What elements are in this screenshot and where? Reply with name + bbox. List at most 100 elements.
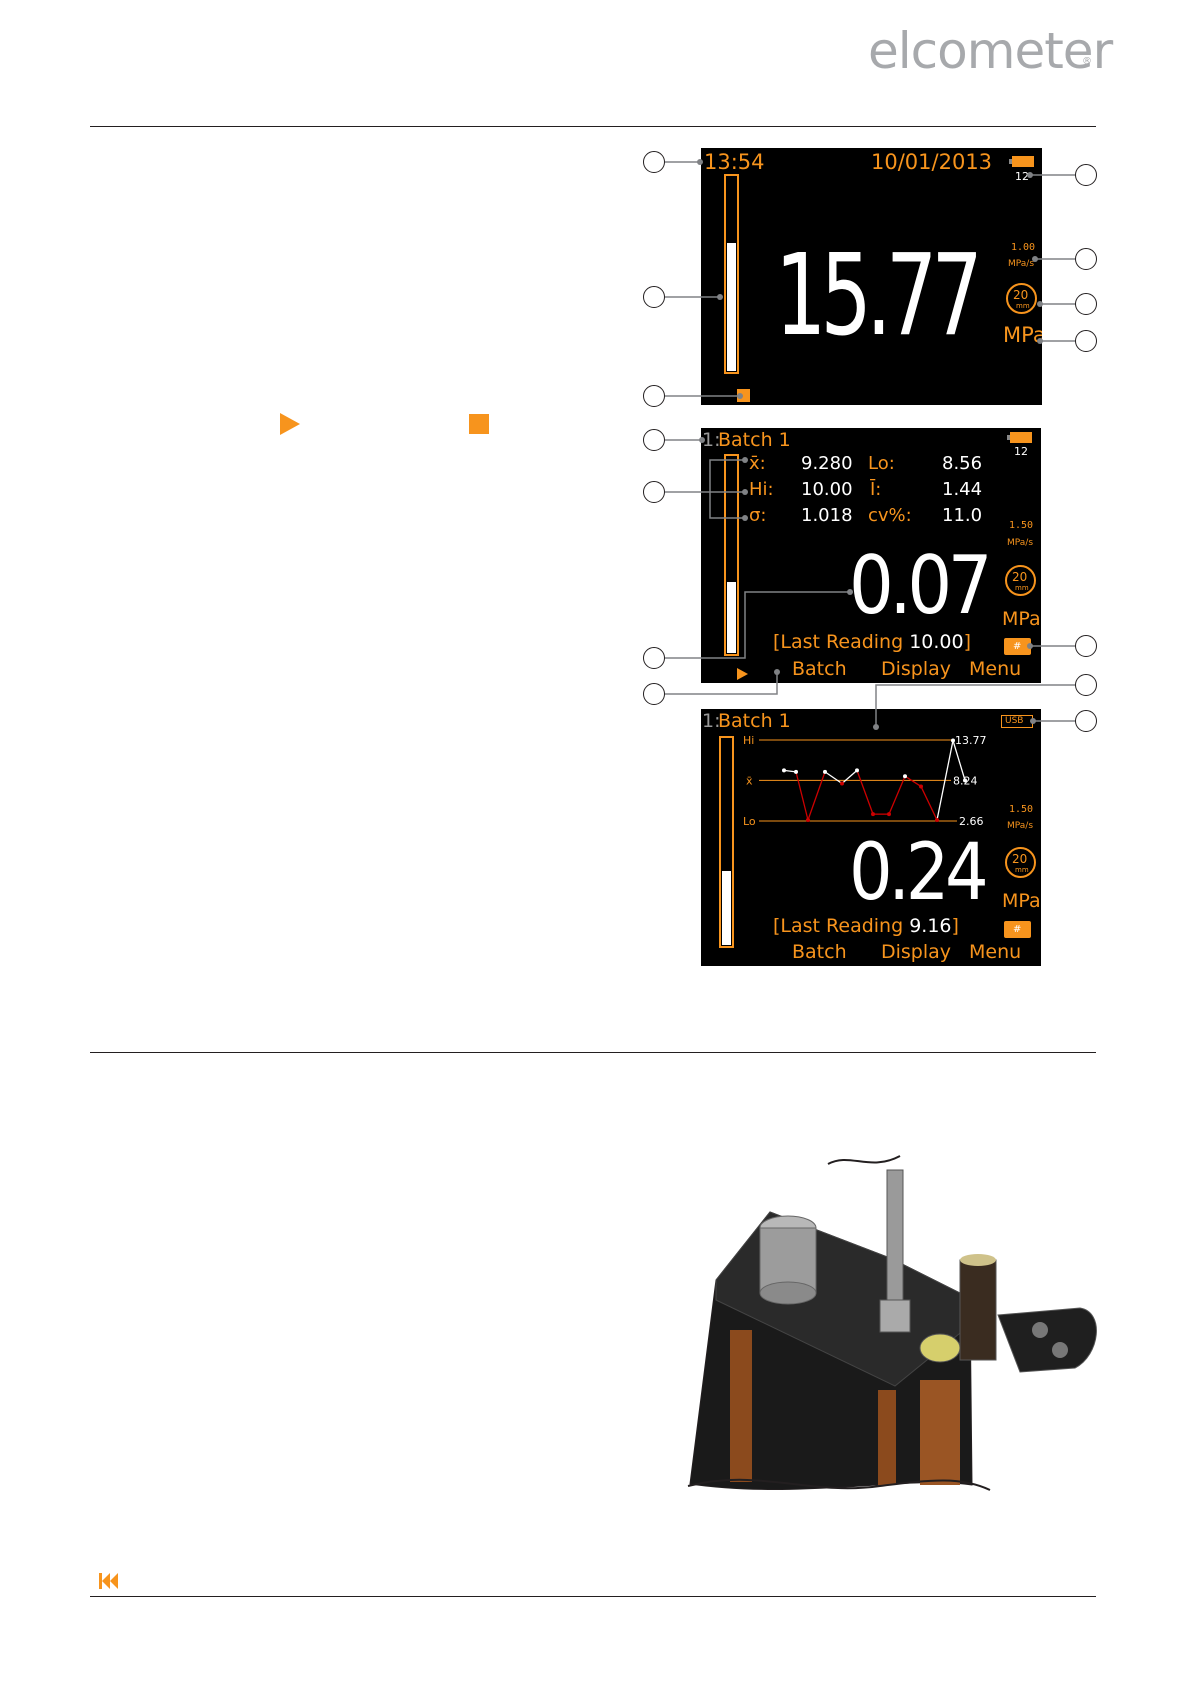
main-reading: 0.07 [849,539,993,632]
dolly-unit: mm [1016,302,1030,310]
callout-circle [643,481,665,503]
dolly-size-icon: 20 mm [1005,565,1036,596]
battery-top [960,1254,996,1266]
softkey-batch[interactable]: Batch [792,658,847,680]
dolly-size-icon: 20 mm [1006,283,1037,314]
dolly-unit: mm [1015,584,1029,592]
copper-panel [730,1330,752,1482]
callout-circle [643,151,665,173]
callout-leaders [665,159,1085,730]
clock-time: 13:54 [704,150,765,174]
dolly-size: 20 [1012,570,1028,584]
actuator-bottom [759,1281,817,1305]
cable-cut-line [827,1155,901,1165]
softkey-display[interactable]: Display [881,941,952,963]
unit-label: MPa [1003,323,1042,347]
series-segment [841,769,858,785]
stat-sd-label: σ: [749,505,767,526]
load-bar [724,454,739,656]
series-segment [888,775,906,815]
dolly-size: 20 [1012,852,1028,866]
series-segment [952,740,966,781]
hi-label: Hi [743,734,754,747]
section-rule [90,1052,1096,1053]
battery-count: 12 [1015,170,1029,183]
load-bar-fill [727,243,736,371]
leader-dot [774,669,780,675]
softkey-batch[interactable]: Batch [792,941,847,963]
callout-circle [643,429,665,451]
softkey-menu[interactable]: Menu [969,941,1022,963]
last-reading-bracket: ] [963,631,972,653]
series-segment [856,770,874,815]
gauge-screen-reading: 13:54 10/01/2013 12 1.00 MPa/s 20 mm MPa… [701,148,1042,405]
bracket-screw [1052,1342,1068,1358]
gauge-screen-stats: 1: Batch 1 12 x̄: 9.280 Lo: 8.56 Hi: 10.… [701,428,1041,683]
leader-dot [737,393,743,399]
lo-label: Lo [743,815,756,828]
copper-panel [878,1390,896,1485]
dolly-size-icon: 20 mm [1005,847,1036,878]
series-segment [904,775,922,787]
series-segment [795,771,809,821]
stat-sd-value: 1.018 [801,505,853,526]
stat-hi-value: 10.00 [801,479,853,500]
data-point [903,774,907,779]
date: 10/01/2013 [871,150,993,174]
mean-label: x̄ [746,774,753,787]
data-point [887,812,891,817]
rate-unit: MPa/s [1008,259,1035,269]
unit-label: MPa [1002,890,1041,912]
softkey-menu[interactable]: Menu [969,658,1022,680]
batch-name: Batch 1 [718,429,791,451]
registered-mark: ® [1082,56,1092,67]
leader-stats [665,459,745,519]
side-bracket [997,1307,1097,1373]
callout-circle [643,647,665,669]
leader-dot [1032,256,1038,262]
stat-hi-label: Hi: [749,479,774,500]
hose-nut [879,1299,911,1333]
grid-hash-icon: # [1004,638,1031,655]
rate-unit: MPa/s [1007,538,1034,548]
softkey-display[interactable]: Display [881,658,952,680]
callout-circle [1075,674,1097,696]
yellow-button [919,1333,961,1363]
bracket-screw [1032,1322,1048,1338]
stop-icon [469,414,489,434]
last-reading-label: [Last Reading 10.00] [773,631,971,653]
series-segment [936,740,954,821]
data-point [963,778,967,783]
last-reading-text: [Last Reading [773,631,904,653]
load-bar-fill [727,582,736,653]
load-bar-fill [722,871,731,945]
lo-value-label: 2.66 [959,815,984,828]
callout-circle [1075,635,1097,657]
unit-label: MPa [1002,608,1041,630]
callout-circle [1075,164,1097,186]
data-point [919,784,923,789]
battery-icon [1009,156,1035,167]
series-segment [824,771,843,785]
last-reading-label: [Last Reading 9.16] [773,915,959,937]
leader-last [665,672,778,695]
leader-dot [1037,338,1043,344]
spring-hose [886,1169,904,1301]
usb-label: USB [1005,716,1024,726]
last-reading-text: [Last Reading [773,915,904,937]
stat-lo-value: 8.56 [942,453,983,474]
battery-cell [959,1259,997,1361]
back-to-start-icon[interactable] [99,1573,119,1589]
data-point [794,769,798,774]
last-reading-value: 10.00 [909,631,964,653]
hi-value-label: 13.77 [955,734,987,747]
load-bar [724,174,739,374]
gauge-screen-chart: 1: Batch 1 USB Hi x̄ Lo 13.77 8.24 2.66 … [701,709,1041,966]
battery-icon [1007,432,1033,443]
callout-circle [643,683,665,705]
stat-lo-label: Lo: [868,453,895,474]
data-point [782,768,786,773]
stat-mean-label: x̄: [749,453,766,474]
stat-cv-value: 11.0 [942,505,983,526]
load-bar [719,736,734,948]
